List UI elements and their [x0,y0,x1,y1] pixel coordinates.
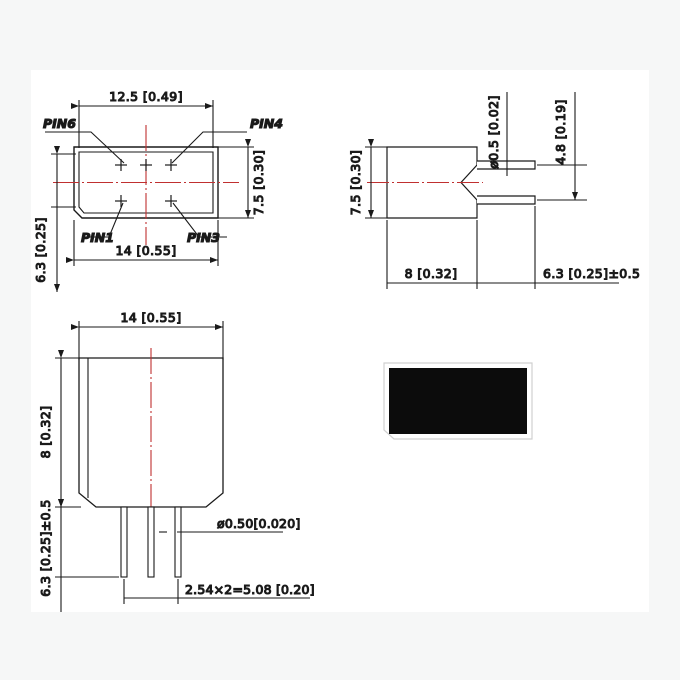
product-black-face [389,368,527,434]
front-view-dim-pin-length [55,499,119,612]
top-view-dim-inner-width [71,100,214,148]
front-view-dim-pin-pitch [123,579,310,604]
top-view-pin-crosses [115,159,177,207]
front-view-pin-left [120,506,128,578]
front-view-label-pin-pitch: 2.54×2=5.08 [0.20] [185,582,315,597]
side-view-dim-bottom-chain [386,206,619,289]
top-view-label-inner-width: 12.5 [0.49] [109,89,183,104]
side-view-lead-lower [477,195,536,205]
side-view-dim-height [365,139,389,219]
top-view-label-pin6: PIN6 [43,116,76,131]
side-view-label-lead-length: 6.3 [0.25]±0.5 [543,266,640,281]
side-view-dim-lead-gap [537,92,587,201]
front-view-dim-width [71,321,224,360]
front-view-label-pin-length: 6.3 [0.25]±0.5 [38,499,53,596]
top-view-dim-outer-width [66,220,219,266]
top-view: 12.5 [0.49] 14 [0.55] 7.5 [0.30] 6.3 [0.… [32,88,284,292]
top-view-label-height-left: 6.3 [0.25] [33,217,48,282]
side-view-lead-upper [477,160,536,170]
side-view-label-lead-gap: 4.8 [0.19] [553,99,568,164]
front-view-pin-center [147,506,155,578]
drawing-sheet: 12.5 [0.49] 14 [0.55] 7.5 [0.30] 6.3 [0.… [31,70,649,612]
top-view-label-pin1: PIN1 [81,230,114,245]
product-photo-view [383,362,533,440]
top-view-label-pin4: PIN4 [250,116,283,131]
top-view-label-pin3: PIN3 [187,230,220,245]
top-view-label-outer-width: 14 [0.55] [115,243,176,258]
front-view: 14 [0.55] 8 [0.32] 6.3 [0.25]±0.5 [37,309,315,612]
side-view: 7.5 [0.30] ø0.5 [0.02] 4.8 [0.19] [347,92,641,289]
front-view-dim-body-height [55,350,81,508]
top-view-label-height-right: 7.5 [0.30] [251,150,266,215]
front-view-pin-right [174,506,182,578]
side-view-label-lead-dia: ø0.5 [0.02] [486,95,501,169]
front-view-label-body-height: 8 [0.32] [38,406,53,459]
top-view-dim-height-left [51,146,76,292]
top-view-dim-height-right [217,139,254,219]
side-view-label-height: 7.5 [0.30] [348,150,363,215]
front-view-label-pin-dia: ø0.50[0.020] [217,516,300,531]
front-view-label-width: 14 [0.55] [120,310,181,325]
drawing-canvas: 12.5 [0.49] 14 [0.55] 7.5 [0.30] 6.3 [0.… [31,70,649,612]
side-view-label-body-depth: 8 [0.32] [405,266,458,281]
